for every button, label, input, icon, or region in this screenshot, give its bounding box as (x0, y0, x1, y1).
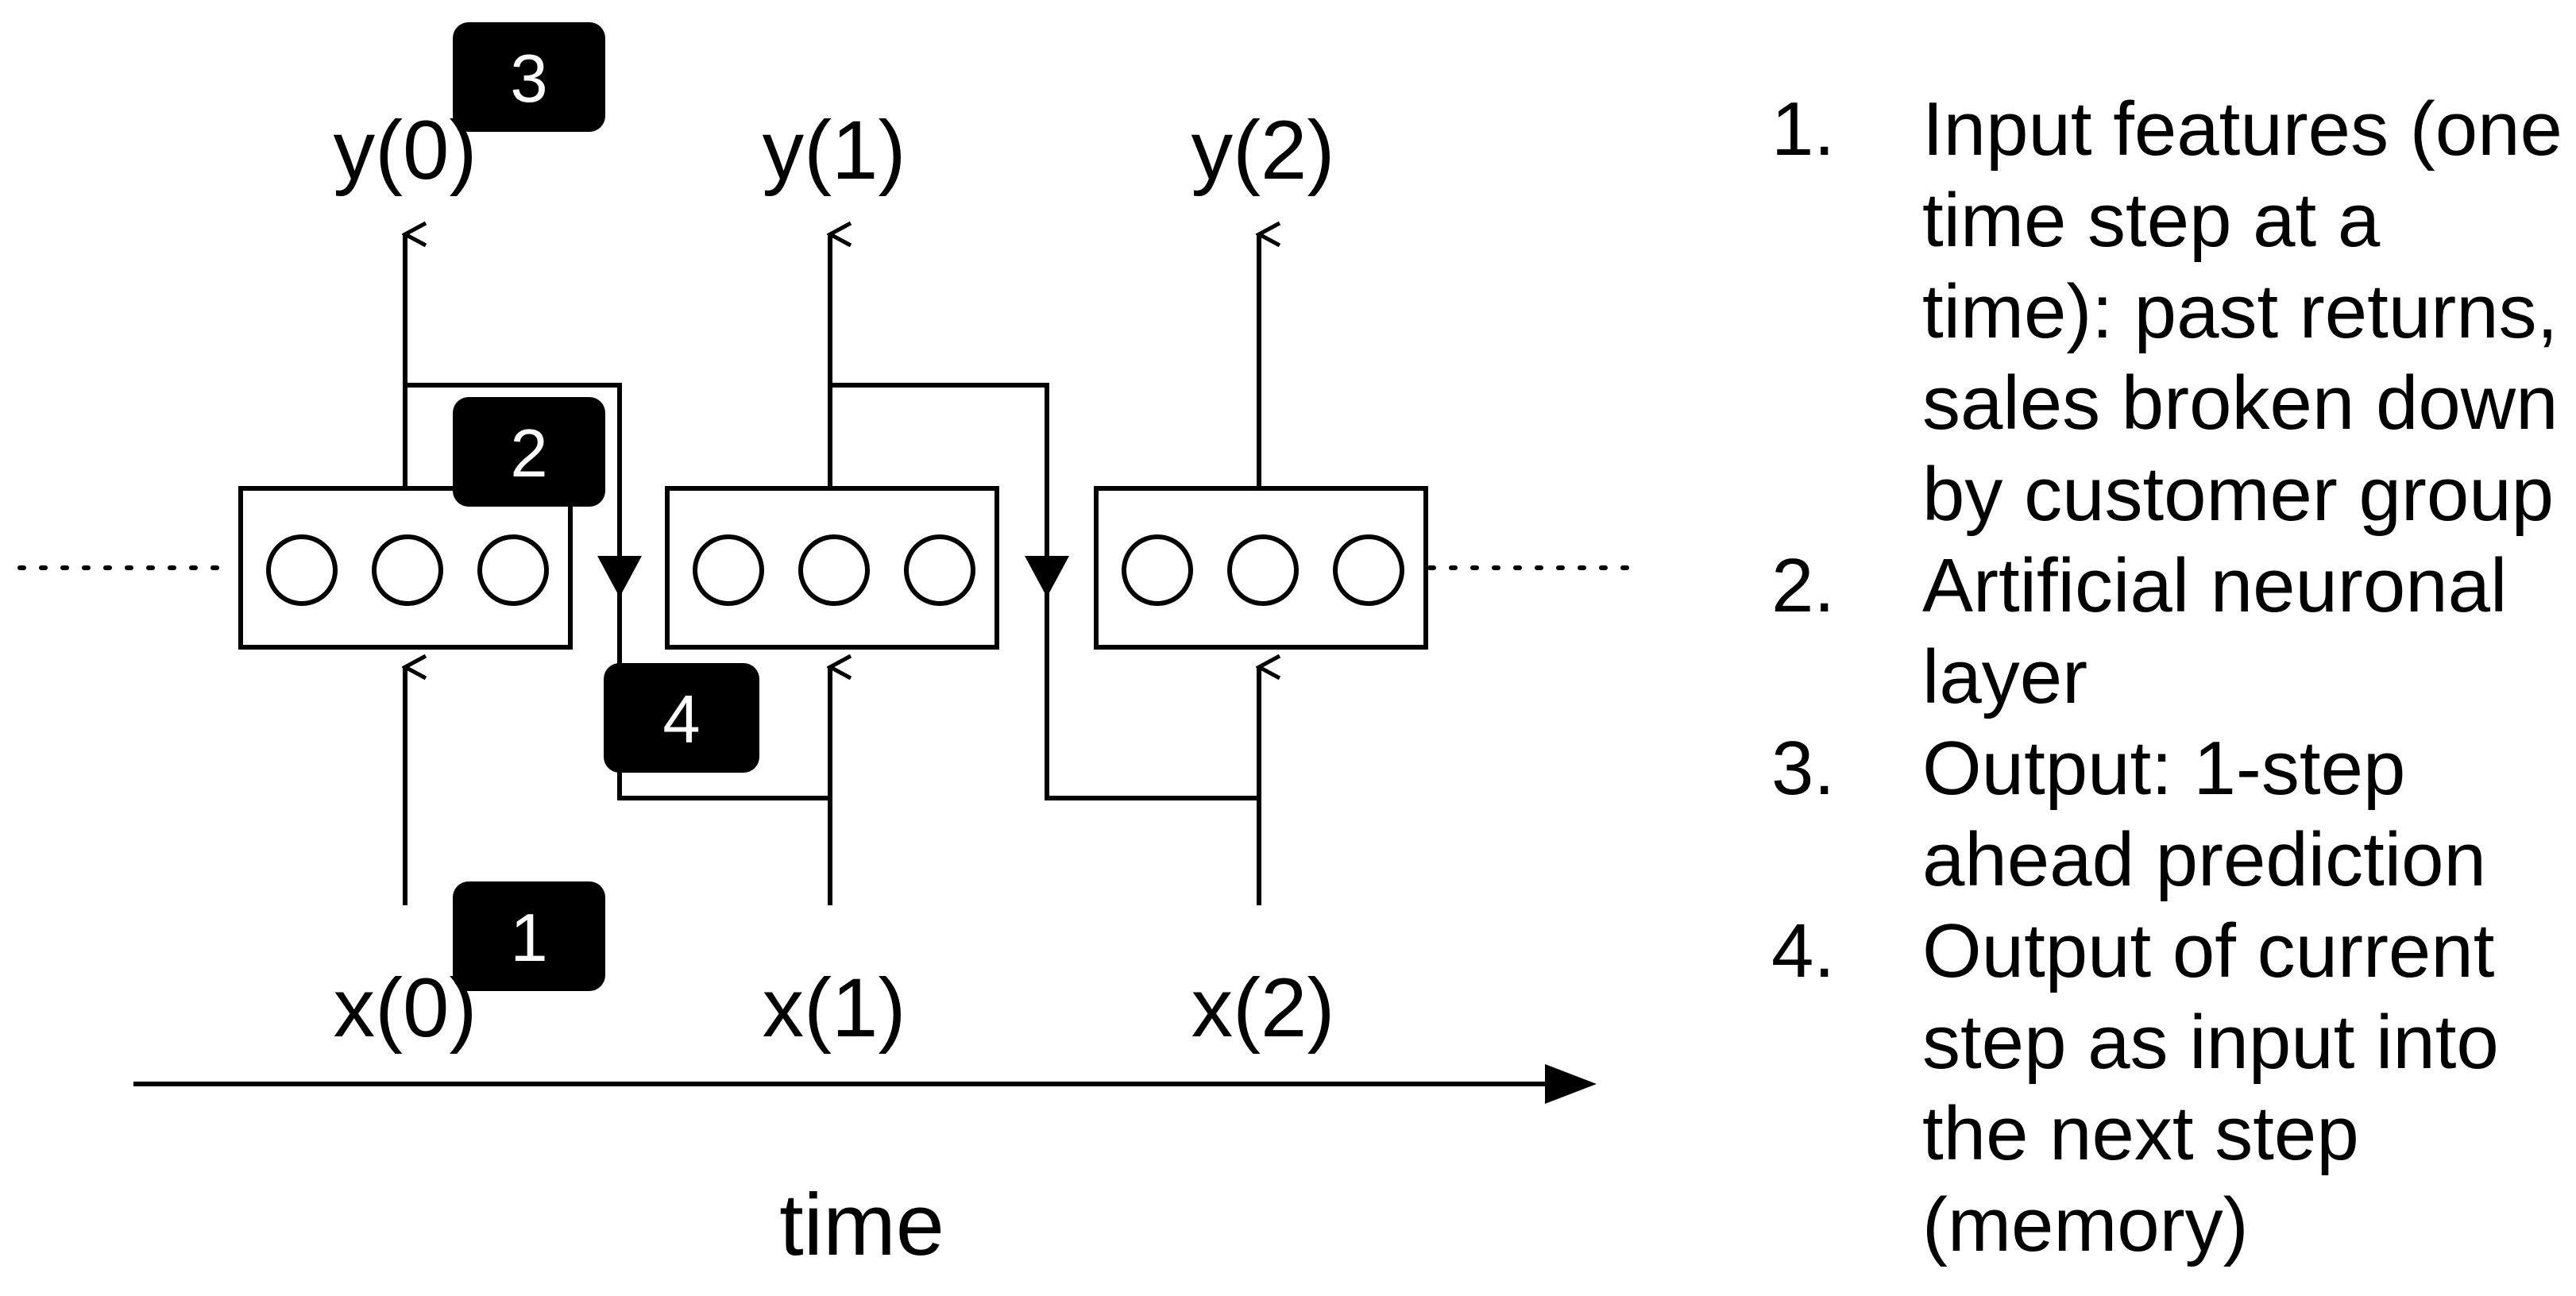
badge-3-label: 3 (510, 41, 547, 117)
neuron (1227, 534, 1299, 606)
input-label-2: x(2) (1191, 962, 1335, 1055)
badge-1-label: 1 (510, 901, 547, 976)
badge-2-label: 2 (510, 416, 547, 492)
neuron (1333, 534, 1404, 606)
output-label-1: y(1) (763, 104, 906, 197)
time-axis-label: time (779, 1176, 944, 1274)
legend-item-3: 3. Output: 1-step ahead prediction (1771, 723, 2576, 905)
legend-list: 1. Input features (one time step at a ti… (1771, 83, 2576, 1271)
legend-item-number: 4. (1771, 908, 1836, 993)
neuronal-layer-2 (1094, 486, 1428, 650)
badge-1: 1 (453, 881, 605, 991)
legend-item-number: 1. (1771, 87, 1836, 172)
badge-3: 3 (453, 22, 605, 132)
memory-arrowhead-1 (1025, 556, 1069, 597)
legend-item-2: 2. Artificial neuronal layer (1771, 540, 2576, 723)
rnn-unrolled-diagram: y(0) y(1) y(2) x(0) x(1) x(2) time 3 2 4… (17, 22, 1635, 1274)
neuron (798, 534, 870, 606)
badge-4-label: 4 (662, 682, 700, 758)
neuron (693, 534, 764, 606)
legend-item-4: 4. Output of current step as input into … (1771, 905, 2576, 1271)
neuron (1122, 534, 1193, 606)
time-axis-arrowhead (1545, 1064, 1597, 1104)
neuronal-layer-1 (665, 486, 999, 650)
neuron (266, 534, 338, 606)
legend-item-text: Output: 1-step ahead prediction (1922, 726, 2486, 902)
legend-item-number: 2. (1771, 543, 1836, 628)
legend-item-number: 3. (1771, 726, 1836, 811)
legend-item-text: Output of current step as input into the… (1922, 908, 2499, 1267)
badge-2: 2 (453, 397, 605, 507)
output-label-0: y(0) (334, 104, 477, 197)
neuronal-layer-0 (238, 486, 573, 650)
neuron (372, 534, 443, 606)
input-label-1: x(1) (763, 962, 906, 1055)
legend-item-text: Input features (one time step at a time)… (1922, 87, 2562, 537)
neuron (477, 534, 549, 606)
legend-item-1: 1. Input features (one time step at a ti… (1771, 83, 2576, 540)
output-label-2: y(2) (1191, 104, 1335, 197)
memory-arrowhead-0 (597, 556, 642, 597)
badge-4: 4 (604, 663, 759, 773)
neuron (904, 534, 975, 606)
legend-item-text: Artificial neuronal layer (1922, 543, 2508, 719)
